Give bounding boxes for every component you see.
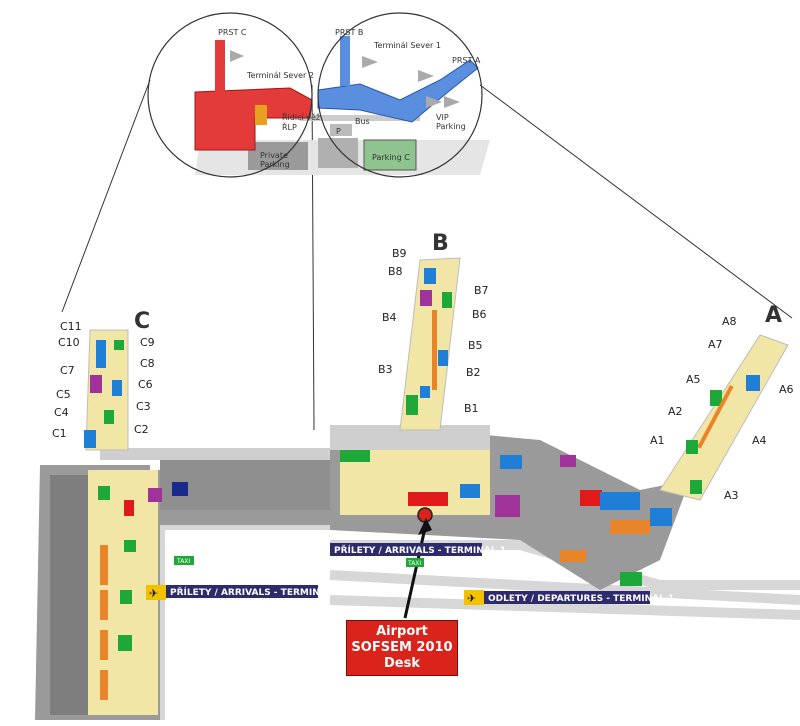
gate-labels-b: B9 B8 B4 B3 B7 B6 B5 B2 B1 — [378, 247, 489, 415]
plane-takeoff-icon — [464, 590, 484, 605]
svg-text:TAXI: TAXI — [407, 560, 421, 567]
gate-a3: A3 — [724, 489, 739, 502]
sofsem-desk-location — [408, 492, 448, 506]
inset-rlp: ŘLP — [282, 122, 297, 132]
control-tower — [255, 105, 267, 125]
sofsem-desk-callout: Airport SOFSEM 2010 Desk — [346, 620, 458, 676]
gate-b8: B8 — [388, 265, 403, 278]
gate-b4: B4 — [382, 311, 397, 324]
gate-b9: B9 — [392, 247, 407, 260]
inset-private-parking: Parking — [260, 160, 290, 169]
gate-c8: C8 — [140, 357, 155, 370]
pier-a-label: A — [765, 303, 782, 328]
taxi-sign-1: TAXI — [406, 558, 424, 567]
inset-vip-parking: Parking — [436, 122, 466, 131]
parking-c — [363, 139, 417, 171]
inset-map: PRST C PRST B PRST A Terminál Sever 2 Te… — [147, 12, 490, 178]
taxi-sign-2: TAXI — [174, 556, 194, 565]
gate-c11: C11 — [60, 320, 82, 333]
inset-terminal-sever-2: Terminál Sever 2 — [246, 71, 314, 80]
gate-a2: A2 — [668, 405, 683, 418]
gate-a4: A4 — [752, 434, 767, 447]
gate-b3: B3 — [378, 363, 393, 376]
gate-b2: B2 — [466, 366, 481, 379]
terminal-2-building — [35, 329, 332, 720]
arrivals-t2-text: PŘÍLETY / ARRIVALS - TERMINAL 2 — [170, 586, 342, 598]
gate-a7: A7 — [708, 338, 723, 351]
zoom-line — [311, 84, 315, 431]
gate-c9: C9 — [140, 336, 155, 349]
gate-c1: C1 — [52, 427, 67, 440]
inset-bus: Bus — [355, 117, 370, 126]
departures-t1-text: ODLETY / DEPARTURES - TERMINAL 1 — [488, 594, 674, 604]
pier-b-label: B — [432, 231, 449, 256]
plane-landing-icon — [146, 585, 166, 600]
gate-c7: C7 — [60, 364, 75, 377]
desk-line-2: SOFSEM 2010 — [351, 640, 453, 655]
gate-b1: B1 — [464, 402, 479, 415]
pier-c-label: C — [134, 309, 150, 334]
gate-c10: C10 — [58, 336, 80, 349]
zoom-line — [61, 79, 151, 313]
inset-private: Private — [260, 151, 288, 160]
inset-parking-c: Parking C — [372, 153, 410, 162]
svg-text:TAXI: TAXI — [176, 558, 190, 565]
inset-prst-c: PRST C — [218, 28, 247, 37]
gate-b6: B6 — [472, 308, 487, 321]
gate-a6: A6 — [779, 383, 794, 396]
svg-text:✈: ✈ — [467, 592, 476, 605]
zoom-line — [479, 84, 793, 319]
desk-marker — [417, 507, 433, 523]
desk-line-3: Desk — [384, 656, 420, 671]
gate-b5: B5 — [468, 339, 483, 352]
pier-b-small — [340, 36, 350, 86]
desk-line-1: Airport — [376, 624, 428, 639]
inset-vip: VIP — [436, 113, 449, 122]
facilities — [84, 268, 760, 700]
inset-prst-a: PRST A — [452, 56, 481, 65]
gate-c4: C4 — [54, 406, 69, 419]
inset-prst-b: PRST B — [335, 28, 363, 37]
inset-terminal-sever-1: Terminál Sever 1 — [373, 41, 441, 50]
inset-control-tower: Řídicí věž — [282, 112, 320, 122]
inset-p: P — [336, 127, 341, 136]
private-parking — [248, 142, 308, 170]
gate-labels-a: A8 A7 A5 A2 A1 A6 A4 A3 — [650, 315, 794, 502]
gate-c6: C6 — [138, 378, 153, 391]
svg-text:✈: ✈ — [149, 587, 158, 600]
gate-c2: C2 — [134, 423, 149, 436]
arrivals-t1-banner: PŘÍLETY / ARRIVALS - TERMINAL 1 — [330, 543, 506, 556]
departures-t1-banner: ✈ ODLETY / DEPARTURES - TERMINAL 1 — [464, 590, 674, 605]
gate-a8: A8 — [722, 315, 737, 328]
terminal-sever-2-building — [194, 87, 313, 151]
pier-c-small — [215, 40, 225, 92]
arrivals-t1-text: PŘÍLETY / ARRIVALS - TERMINAL 1 — [334, 544, 506, 556]
gate-labels-c: C11 C10 C7 C5 C4 C1 C9 C8 C6 C3 C2 — [52, 320, 155, 440]
gate-b7: B7 — [474, 284, 489, 297]
gate-a1: A1 — [650, 434, 665, 447]
arrivals-t2-banner: ✈ PŘÍLETY / ARRIVALS - TERMINAL 2 — [146, 585, 342, 600]
gate-c3: C3 — [136, 400, 151, 413]
gate-c5: C5 — [56, 388, 71, 401]
gate-a5: A5 — [686, 373, 701, 386]
